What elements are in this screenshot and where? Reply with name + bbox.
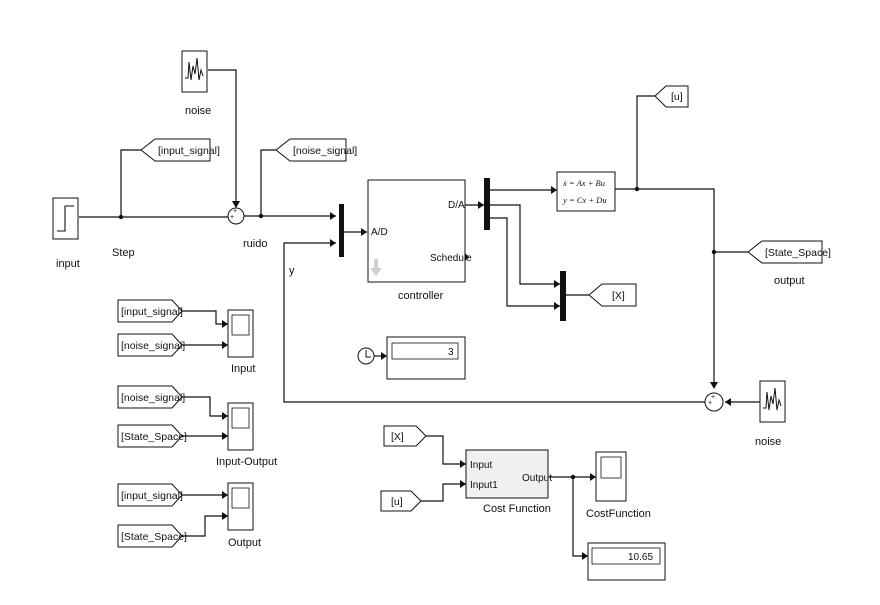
- from-tag-state-space-1[interactable]: [State_Space]: [117, 424, 187, 448]
- svg-text:[u]: [u]: [391, 496, 403, 508]
- svg-text:[State_Space]: [State_Space]: [121, 531, 187, 543]
- scope-output-label: Output: [228, 537, 261, 549]
- cost-function-label: Cost Function: [483, 503, 551, 515]
- svg-text:[State_Space]: [State_Space]: [765, 247, 831, 259]
- svg-text:[State_Space]: [State_Space]: [121, 431, 187, 443]
- controller-port-schedule: Schedule: [430, 253, 472, 264]
- goto-tag-u[interactable]: [u]: [654, 85, 689, 108]
- state-space-block[interactable]: ẋ = Ax + Bu y = Cx + Du: [556, 171, 616, 212]
- noise-source-right[interactable]: [759, 380, 786, 423]
- mux-2[interactable]: [484, 178, 490, 230]
- sum-block-output-noise[interactable]: + +: [704, 392, 724, 412]
- display-time-value: 3: [448, 347, 454, 358]
- input-label: input: [56, 258, 80, 270]
- signal-wires: [79, 69, 760, 557]
- wire-arrowheads: [222, 186, 731, 560]
- goto-tag-state-space-output[interactable]: [State_Space]: [747, 240, 831, 264]
- from-tag-input-signal-1[interactable]: [input_signal]: [117, 299, 183, 323]
- svg-text:+: +: [708, 400, 712, 407]
- from-tag-input-signal-2[interactable]: [input_signal]: [117, 483, 183, 507]
- svg-text:[input_signal]: [input_signal]: [121, 490, 183, 502]
- output-label: output: [774, 275, 805, 287]
- from-tag-u[interactable]: [u]: [380, 490, 422, 512]
- controller-port-da: D/A: [448, 200, 465, 211]
- svg-text:[input_signal]: [input_signal]: [121, 306, 183, 318]
- scope-input-output-label: Input-Output: [216, 456, 277, 468]
- state-space-eq2: y = Cx + Du: [562, 195, 607, 205]
- scope-input[interactable]: [227, 309, 254, 358]
- cost-function-in1: Input: [470, 460, 492, 471]
- scope-input-label: Input: [231, 363, 255, 375]
- svg-text:+: +: [230, 214, 234, 221]
- sum-block-ruido[interactable]: + +: [227, 207, 245, 225]
- from-tag-x[interactable]: [X]: [383, 425, 427, 447]
- svg-text:[input_signal]: [input_signal]: [158, 145, 220, 157]
- ruido-label: ruido: [243, 238, 267, 250]
- mux-3[interactable]: [560, 271, 566, 321]
- noise-source-top[interactable]: [181, 50, 208, 93]
- cost-function-block[interactable]: Input Input1 Output: [465, 449, 552, 499]
- cost-function-out: Output: [522, 473, 552, 484]
- from-tag-noise-signal-1[interactable]: [noise_signal]: [117, 333, 185, 357]
- controller-port-ad: A/D: [371, 227, 388, 238]
- mux-1[interactable]: [339, 204, 344, 257]
- svg-text:[X]: [X]: [391, 431, 404, 443]
- display-cost-value: 10.65: [628, 552, 653, 563]
- cost-function-in2: Input1: [470, 480, 498, 491]
- from-tag-state-space-2[interactable]: [State_Space]: [117, 524, 187, 548]
- scope-input-output[interactable]: [227, 402, 254, 451]
- controller-label: controller: [398, 290, 444, 302]
- svg-text:[noise_signal]: [noise_signal]: [293, 145, 357, 157]
- step-label: Step: [112, 247, 135, 259]
- scope-output[interactable]: [227, 482, 254, 531]
- goto-tag-x[interactable]: [X]: [588, 283, 637, 307]
- svg-text:+: +: [711, 394, 715, 401]
- scope-cost-function[interactable]: [595, 451, 627, 502]
- step-block[interactable]: [52, 197, 79, 240]
- noise-top-label: noise: [185, 105, 211, 117]
- clock-icon[interactable]: [357, 347, 375, 365]
- svg-text:+: +: [233, 208, 237, 215]
- branch-points: [118, 186, 717, 480]
- controller-block[interactable]: A/D D/A Schedule: [367, 179, 472, 283]
- y-label: y: [289, 265, 295, 277]
- svg-text:[noise_signal]: [noise_signal]: [121, 392, 185, 404]
- goto-tag-input-signal[interactable]: [input_signal]: [140, 138, 220, 162]
- display-time[interactable]: 3: [386, 336, 466, 380]
- svg-text:[noise_signal]: [noise_signal]: [121, 340, 185, 352]
- noise-right-label: noise: [755, 436, 781, 448]
- goto-tag-noise-signal[interactable]: [noise_signal]: [275, 138, 357, 162]
- state-space-eq1: ẋ = Ax + Bu: [562, 178, 605, 188]
- down-arrow-icon: [370, 259, 382, 276]
- from-tag-noise-signal-2[interactable]: [noise_signal]: [117, 385, 185, 409]
- display-cost[interactable]: 10.65: [587, 542, 666, 581]
- scope-cost-label: CostFunction: [586, 508, 651, 520]
- svg-text:[X]: [X]: [612, 290, 625, 302]
- svg-text:[u]: [u]: [671, 91, 683, 103]
